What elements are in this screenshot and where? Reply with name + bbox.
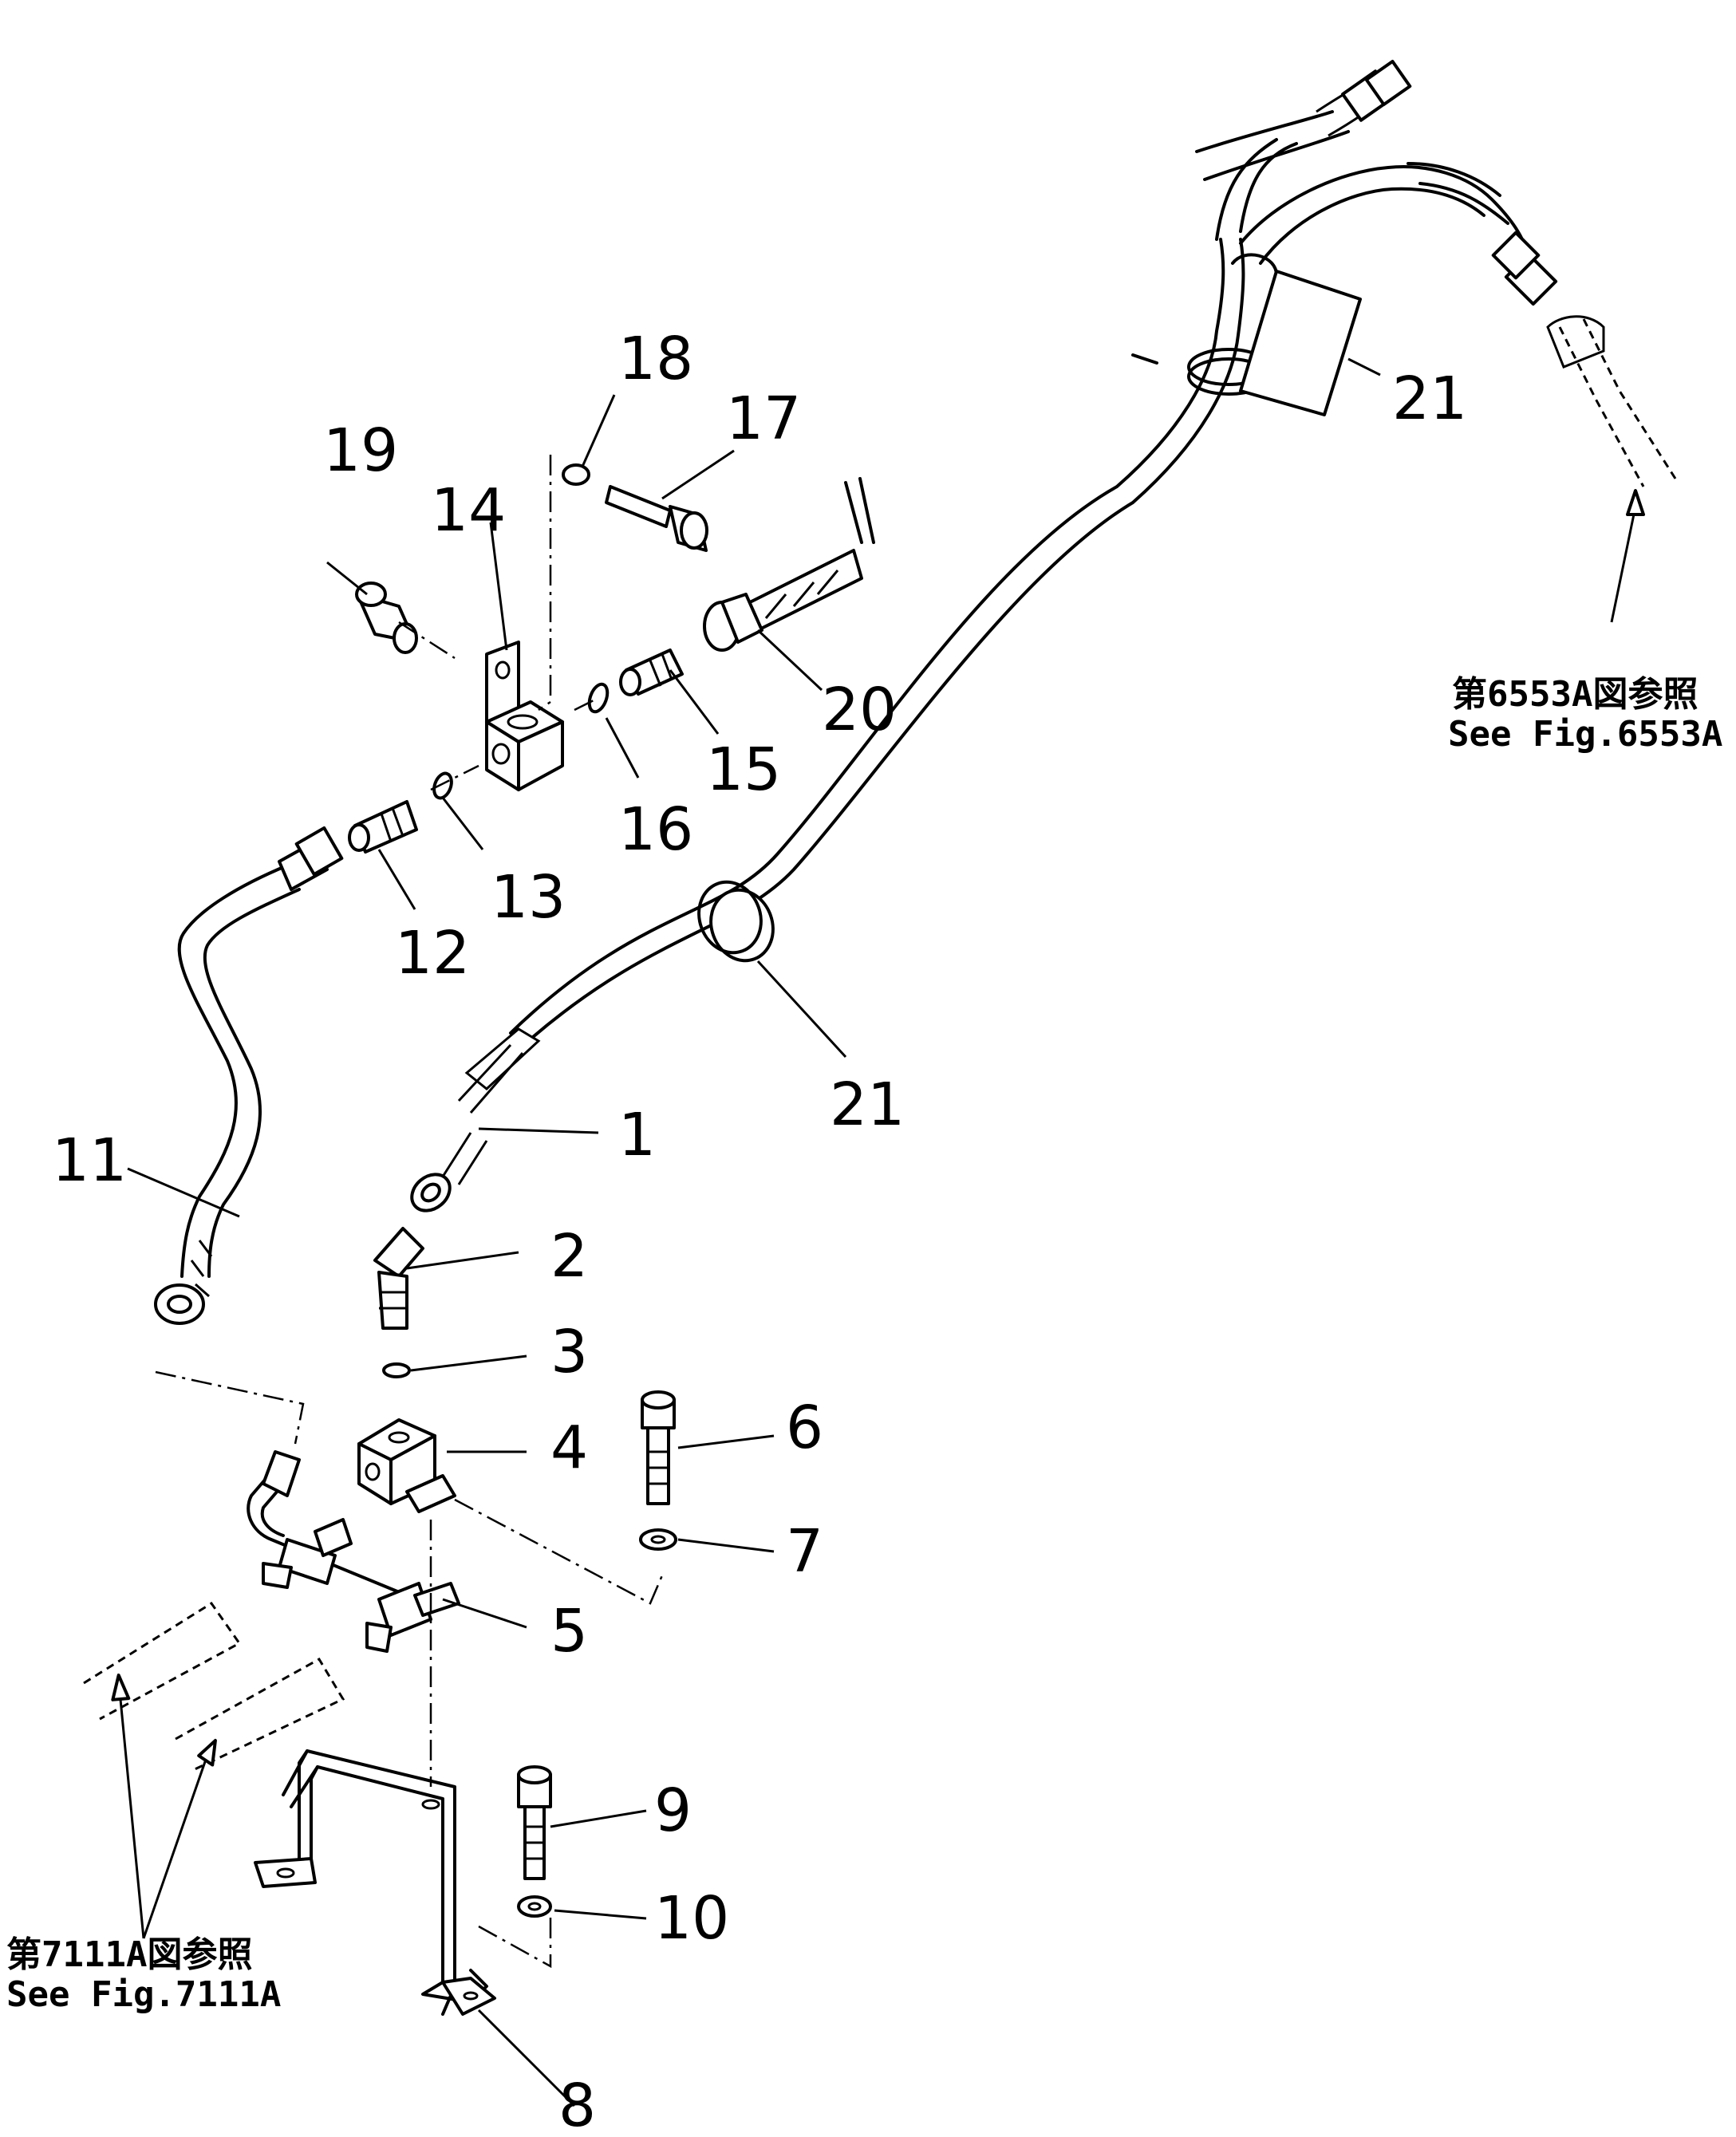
block-4 xyxy=(357,1418,456,1513)
washer-7 xyxy=(639,1528,677,1551)
bolt-17 xyxy=(605,485,708,552)
callout-12: 12 xyxy=(395,919,470,988)
callout-5: 5 xyxy=(550,1597,588,1666)
block-14 xyxy=(485,641,564,791)
callout-9: 9 xyxy=(654,1776,692,1845)
callout-15: 15 xyxy=(706,735,781,804)
callout-1: 1 xyxy=(618,1101,656,1169)
bracket-8 xyxy=(254,1749,496,2016)
hose-20 xyxy=(703,477,875,652)
callout-7: 7 xyxy=(786,1517,823,1586)
washer-18 xyxy=(562,463,590,486)
hose-upper-branch xyxy=(1195,59,1558,306)
callout-21-lower: 21 xyxy=(830,1070,905,1139)
callout-numbers: 1 2 3 4 5 6 7 8 9 10 11 12 13 14 15 16 1… xyxy=(52,325,1467,2137)
callout-8: 8 xyxy=(558,2072,596,2137)
bolt-9 xyxy=(517,1765,552,1880)
washer-10 xyxy=(517,1895,552,1918)
callout-19: 19 xyxy=(323,416,398,485)
callout-20: 20 xyxy=(822,676,897,744)
washer-3 xyxy=(382,1362,411,1378)
clamp-21-upper xyxy=(1131,253,1362,416)
assembly-centerlines xyxy=(155,455,664,1969)
reference-right-jp: 第6553A図参照 xyxy=(1452,674,1698,715)
hose-11 xyxy=(154,826,344,1325)
callout-21-upper: 21 xyxy=(1392,365,1467,433)
callout-18: 18 xyxy=(618,325,693,393)
reference-hose-right xyxy=(1546,315,1677,487)
reference-left-en: See Fig.7111A xyxy=(6,1974,281,2015)
elbow-fitting-2 xyxy=(373,1227,424,1330)
callout-14: 14 xyxy=(431,476,506,545)
clamp-21-lower xyxy=(697,880,775,963)
callout-11: 11 xyxy=(52,1126,127,1195)
callout-10: 10 xyxy=(654,1884,729,1953)
reference-hoses-left xyxy=(83,1601,345,1772)
leader-lines xyxy=(111,357,1645,2107)
callout-6: 6 xyxy=(786,1394,823,1462)
callout-13: 13 xyxy=(491,863,566,932)
figure-references: 第6553A図参照 See Fig.6553A 第7111A図参照 See Fi… xyxy=(6,674,1722,2015)
reference-right-en: See Fig.6553A xyxy=(1448,714,1722,755)
callout-4: 4 xyxy=(550,1413,588,1482)
callout-2: 2 xyxy=(550,1222,588,1291)
callout-17: 17 xyxy=(726,384,801,453)
distributor-pipe-5 xyxy=(247,1450,460,1653)
fitting-15 xyxy=(619,649,684,696)
reference-left-jp: 第7111A図参照 xyxy=(6,1934,252,1975)
callout-16: 16 xyxy=(618,795,693,864)
bolt-6 xyxy=(641,1390,676,1505)
fitting-12 xyxy=(348,800,418,854)
o-ring-16 xyxy=(587,682,610,714)
o-ring-13 xyxy=(432,771,453,800)
callout-3: 3 xyxy=(550,1318,588,1386)
